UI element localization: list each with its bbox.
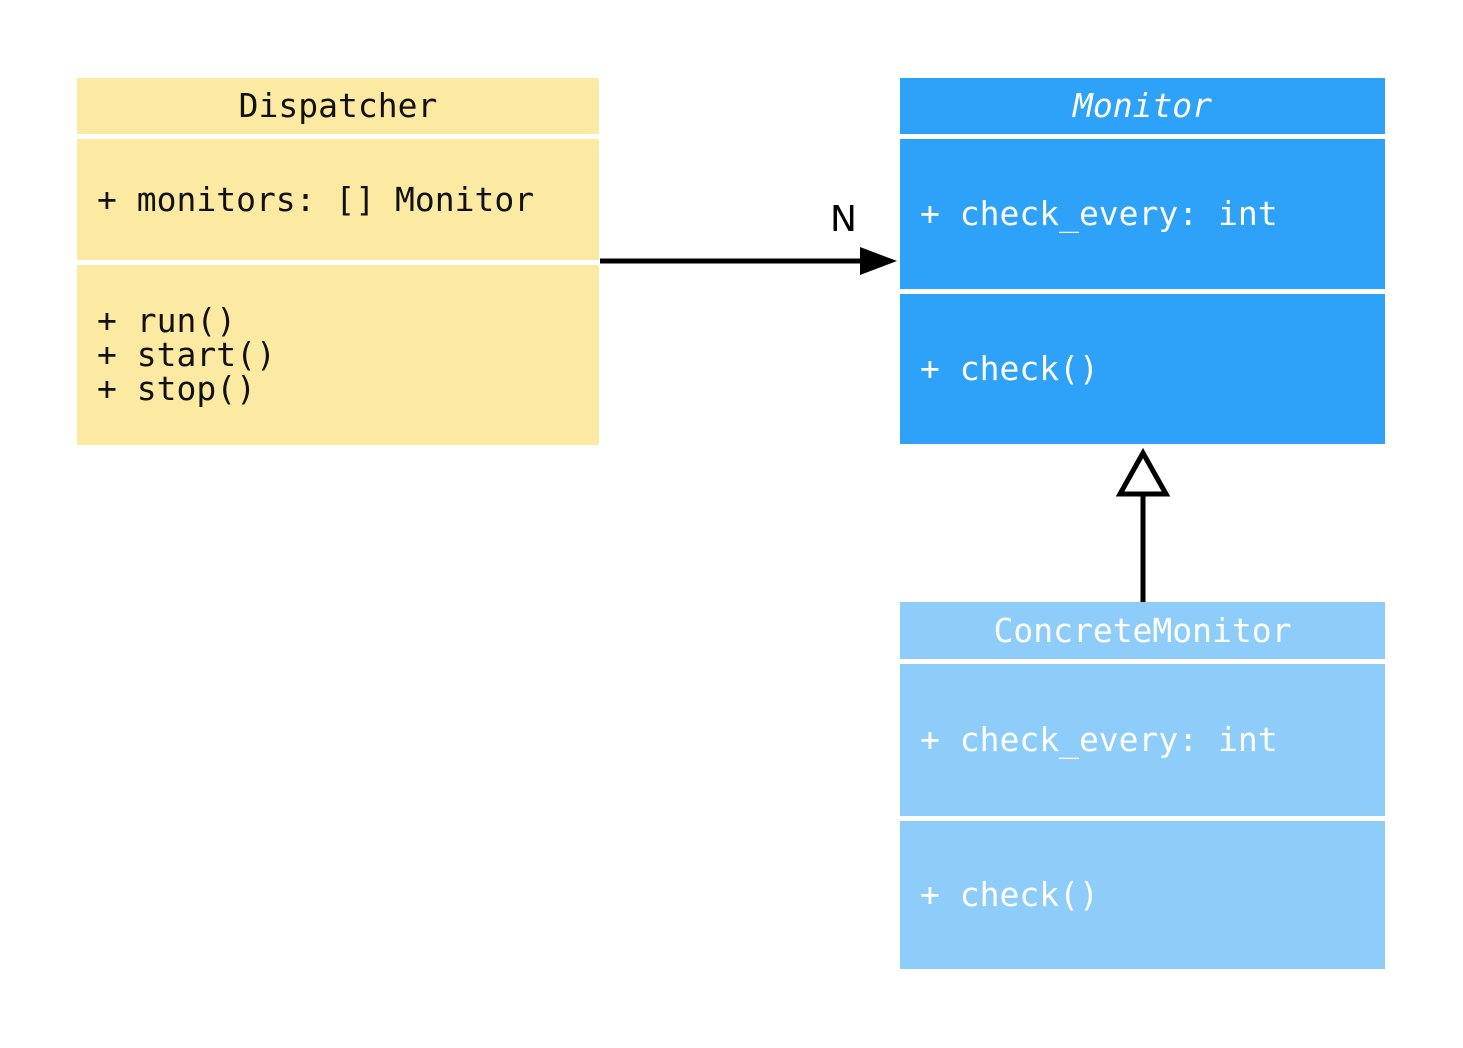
class-box-monitor: Monitor + check_every: int + check() (900, 78, 1385, 444)
association-edge-dispatcher-monitor (600, 247, 897, 275)
class-name-monitor: Monitor (1072, 86, 1213, 125)
class-methods-compartment: + run() + start() + stop() (77, 265, 599, 445)
inheritance-edge-concretemonitor-monitor (1115, 447, 1171, 602)
class-box-dispatcher: Dispatcher + monitors: [] Monitor + run(… (77, 78, 599, 445)
method-line: + run() (97, 301, 237, 340)
class-title-compartment: Dispatcher (77, 78, 599, 134)
class-title-compartment: ConcreteMonitor (900, 602, 1385, 659)
attribute-line: + monitors: [] Monitor (97, 179, 535, 219)
method-line: + check() (920, 875, 1099, 914)
class-methods-compartment: + check() (900, 294, 1385, 444)
class-box-concrete-monitor: ConcreteMonitor + check_every: int + che… (900, 602, 1385, 969)
association-arrowhead-icon (860, 247, 897, 275)
class-name-dispatcher: Dispatcher (238, 86, 438, 125)
class-title-compartment: Monitor (900, 78, 1385, 134)
method-line: + start() (97, 335, 276, 374)
class-attributes-compartment: + check_every: int (900, 139, 1385, 289)
class-attributes-compartment: + check_every: int (900, 664, 1385, 816)
method-line: + check() (920, 349, 1099, 388)
attribute-line: + check_every: int (920, 720, 1278, 759)
class-methods-compartment: + check() (900, 821, 1385, 969)
attribute-line: + check_every: int (920, 194, 1278, 233)
class-attributes-compartment: + monitors: [] Monitor (77, 139, 599, 260)
association-multiplicity-label: N (830, 199, 857, 240)
method-line: + stop() (97, 369, 256, 408)
class-name-concrete-monitor: ConcreteMonitor (993, 610, 1292, 650)
inheritance-triangle-icon (1115, 447, 1171, 497)
